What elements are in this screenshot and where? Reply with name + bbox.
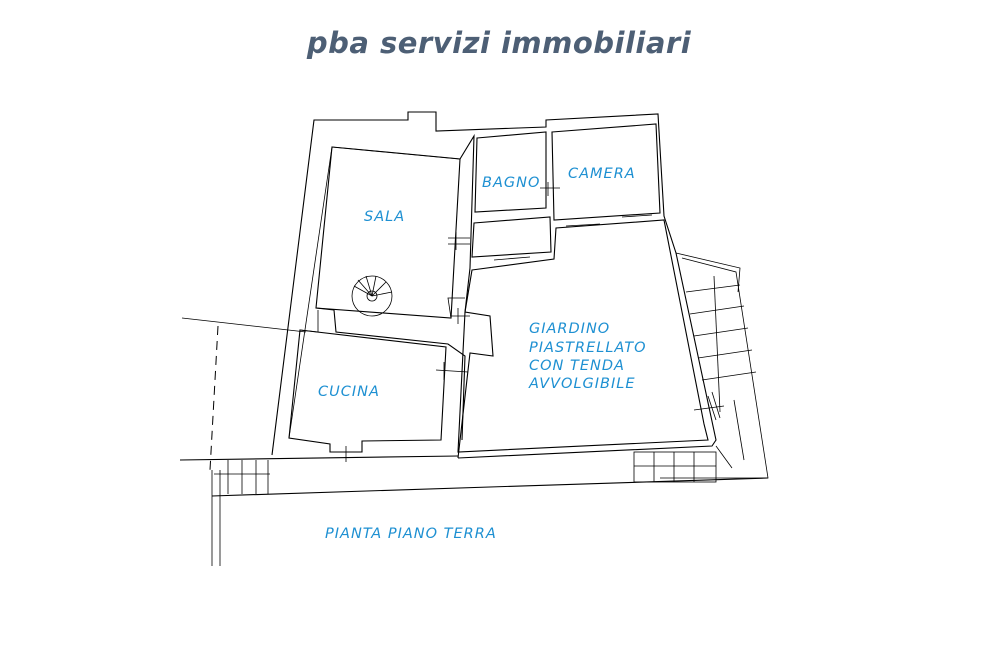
spiral-staircase xyxy=(351,275,393,317)
room-giardino-outline xyxy=(457,219,709,453)
wall-sala-cucina xyxy=(315,307,466,441)
interior-wall-east-inner xyxy=(447,297,465,319)
wall-sala-cucina-inner xyxy=(299,310,319,333)
outer-wall xyxy=(271,111,717,459)
label-giardino-line2: PIASTRELLATO xyxy=(529,340,647,356)
label-giardino-line4: AVVOLGIBILE xyxy=(528,376,636,392)
label-giardino-line1: GIARDINO xyxy=(529,321,610,337)
brand-title: pba servizi immobiliari xyxy=(306,26,692,60)
corridor-outline xyxy=(471,216,552,258)
pavement xyxy=(179,451,769,497)
room-sala-outline xyxy=(315,146,461,319)
label-giardino-line3: CON TENDA xyxy=(529,358,625,374)
label-cucina: CUCINA xyxy=(318,384,380,400)
room-bagno-outline xyxy=(474,131,547,213)
label-bagno: BAGNO xyxy=(482,175,540,191)
left-boundary xyxy=(181,317,307,566)
door-marks xyxy=(332,182,725,462)
exterior-stair xyxy=(660,252,769,479)
label-sala: SALA xyxy=(364,209,405,225)
label-camera: CAMERA xyxy=(568,166,636,182)
plan-title: PIANTA PIANO TERRA xyxy=(325,526,497,542)
room-camera-outline xyxy=(551,123,661,221)
interior-wall-east xyxy=(457,133,494,459)
